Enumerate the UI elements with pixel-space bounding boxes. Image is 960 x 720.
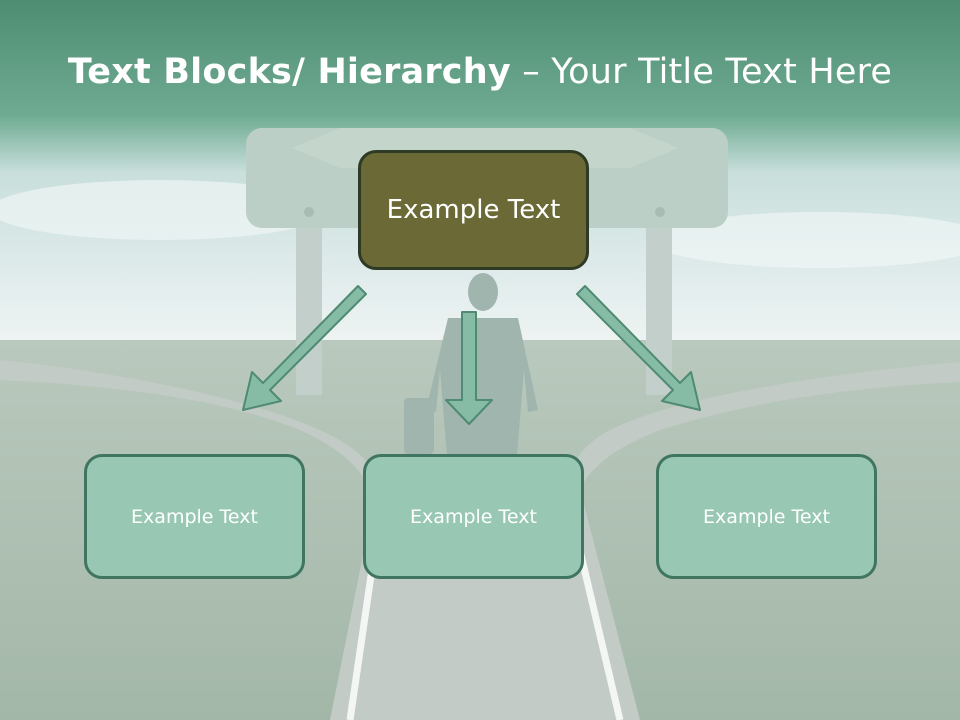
hierarchy-child-label: Example Text <box>410 505 537 528</box>
hierarchy-child-label: Example Text <box>131 505 258 528</box>
title-rest-part: – Your Title Text Here <box>510 52 893 92</box>
hierarchy-arrows <box>242 285 701 425</box>
page-title: Text Blocks/ Hierarchy – Your Title Text… <box>0 52 960 92</box>
hierarchy-child-box-middle[interactable]: Example Text <box>363 454 584 579</box>
road-right-branch <box>566 362 960 520</box>
cloud <box>650 212 960 268</box>
businessman-figure <box>404 273 538 455</box>
hierarchy-root-box[interactable]: Example Text <box>358 150 589 270</box>
arrow-to-left <box>242 285 367 411</box>
title-bold-part: Text Blocks/ Hierarchy <box>67 52 511 92</box>
hierarchy-child-box-left[interactable]: Example Text <box>84 454 305 579</box>
road-left-branch <box>0 360 382 520</box>
arrow-to-right <box>576 285 701 411</box>
hierarchy-child-label: Example Text <box>703 505 830 528</box>
hierarchy-root-label: Example Text <box>386 195 561 225</box>
hierarchy-child-box-right[interactable]: Example Text <box>656 454 877 579</box>
arrow-to-middle <box>445 311 493 425</box>
sign-pole-left <box>296 225 322 395</box>
